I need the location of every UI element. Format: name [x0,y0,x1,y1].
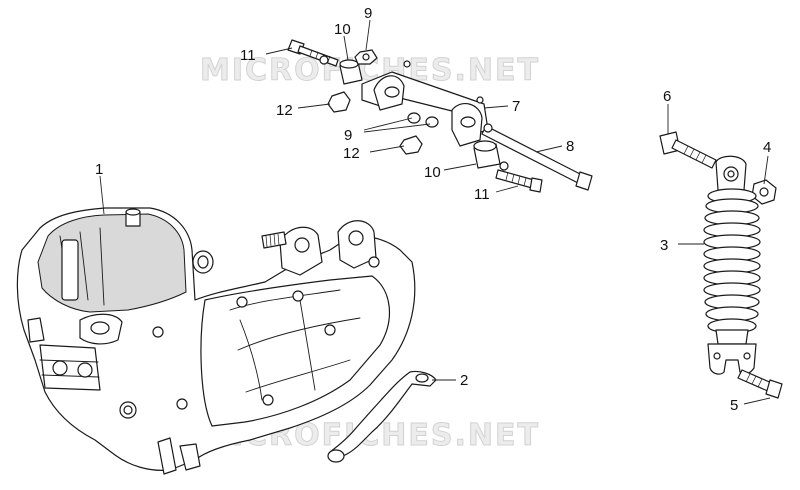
callout-2: 2 [460,372,468,389]
shock-top-nut [751,179,777,205]
callout-8: 8 [566,138,574,155]
callout-10-bottom: 10 [424,164,441,181]
leader-lines [99,19,771,405]
callout-5: 5 [730,397,738,414]
callout-labels: 1 2 3 4 5 6 7 8 9 9 10 10 11 11 12 12 [95,5,771,414]
shock-absorber [703,155,761,375]
callout-6: 6 [663,88,671,105]
callout-1: 1 [95,161,103,178]
callout-11-top: 11 [240,47,256,64]
callout-11-bottom: 11 [474,186,490,203]
callout-9-middle: 9 [344,127,352,144]
callout-12-top: 12 [276,102,293,119]
callout-12-bottom: 12 [343,145,360,162]
callout-9-top: 9 [364,5,372,22]
callout-4: 4 [763,139,771,156]
callout-10-top: 10 [334,21,351,38]
callout-7: 7 [512,98,520,115]
shock-top-bolt [659,131,717,169]
shock-bottom-bolt [737,369,783,399]
engine-block [16,207,416,475]
callout-3: 3 [660,237,668,254]
bracket-assembly [287,39,593,193]
